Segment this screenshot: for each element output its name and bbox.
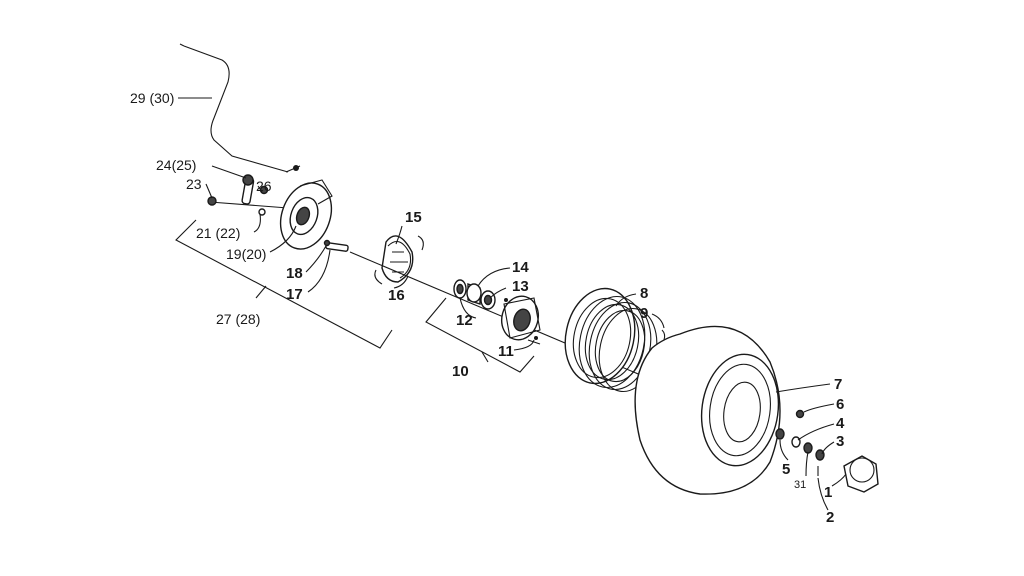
label-4: 4 [836,415,845,432]
label-6: 6 [836,396,844,413]
label-26: 26 [256,178,272,194]
label-14: 14 [512,259,529,276]
brake-cable [179,43,301,173]
group-bracket-10 [425,297,535,373]
label-17: 17 [286,286,303,303]
label-24-25: 24(25) [156,157,196,173]
axle-washers-nuts [775,409,825,476]
label-27-28: 27 (28) [216,311,260,327]
label-21-22: 21 (22) [196,225,240,241]
tire [634,325,781,495]
leader-lines [178,97,847,511]
wheel-rim [564,287,658,393]
label-13: 13 [512,278,529,295]
group-bracket-27-28 [175,219,393,349]
part-labels: 29 (30) 24(25) 23 26 21 (22) 19(20) 18 1… [130,90,845,526]
label-8: 8 [640,285,648,302]
label-3: 3 [836,433,844,450]
wheel-hub [501,295,541,345]
label-19-20: 19(20) [226,246,266,262]
label-23: 23 [186,176,202,192]
label-5: 5 [782,461,790,478]
label-10: 10 [452,363,469,380]
hub-cap [843,455,879,493]
valve-stem [661,329,666,341]
label-7: 7 [834,376,842,393]
label-15: 15 [405,209,422,226]
label-29-30: 29 (30) [130,90,174,106]
label-31: 31 [794,479,806,491]
brake-pin [323,239,349,252]
brake-shoes [374,235,424,285]
label-16: 16 [388,287,405,304]
label-1: 1 [824,484,832,501]
label-2: 2 [826,509,834,526]
label-12: 12 [456,312,473,329]
label-9: 9 [640,305,648,322]
label-18: 18 [286,265,303,282]
brake-lever [207,174,289,216]
label-11: 11 [498,343,514,360]
bearings-and-spacer [453,279,496,310]
